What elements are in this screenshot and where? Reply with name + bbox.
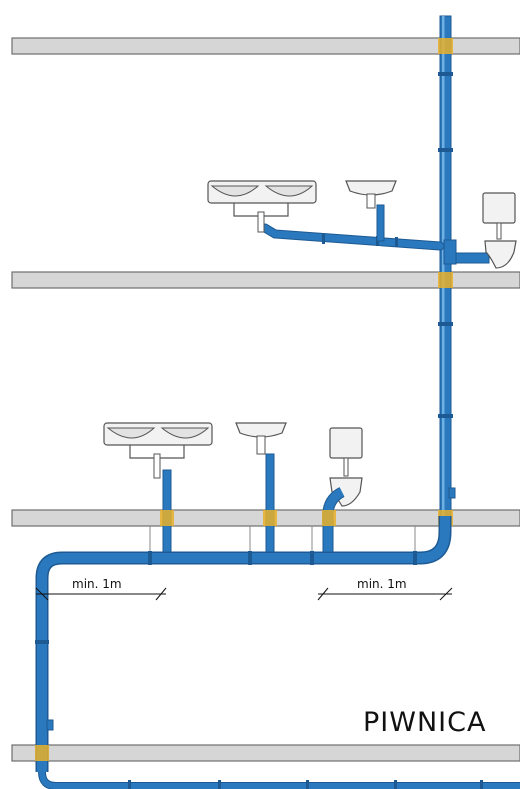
- ground-double-sink: [103, 422, 213, 479]
- sleeve: [438, 38, 453, 54]
- dimension-label-left: min. 1m: [72, 577, 122, 591]
- slab-basement: [11, 744, 520, 762]
- ground-toilet: [329, 427, 363, 507]
- basement-label: PIWNICA: [363, 707, 486, 738]
- stack-pipe: [439, 15, 452, 517]
- upper-toilet: [482, 192, 517, 269]
- ground-risers: [160, 453, 345, 559]
- upper-washbasin: [345, 180, 397, 209]
- ground-washbasin: [235, 422, 287, 455]
- sleeve: [438, 272, 453, 288]
- basement-collector: [35, 516, 520, 789]
- main-stack: [438, 15, 456, 526]
- upper-branch: [260, 204, 490, 265]
- cleanout-fitting: [448, 487, 456, 499]
- upper-double-sink: [207, 180, 317, 233]
- cleanout-fitting: [46, 719, 54, 731]
- slab-upper: [11, 271, 520, 289]
- dimension-label-right: min. 1m: [357, 577, 407, 591]
- dimension-left: min. 1m: [35, 577, 167, 601]
- dimension-right: min. 1m: [317, 577, 453, 601]
- slab-top: [11, 37, 520, 55]
